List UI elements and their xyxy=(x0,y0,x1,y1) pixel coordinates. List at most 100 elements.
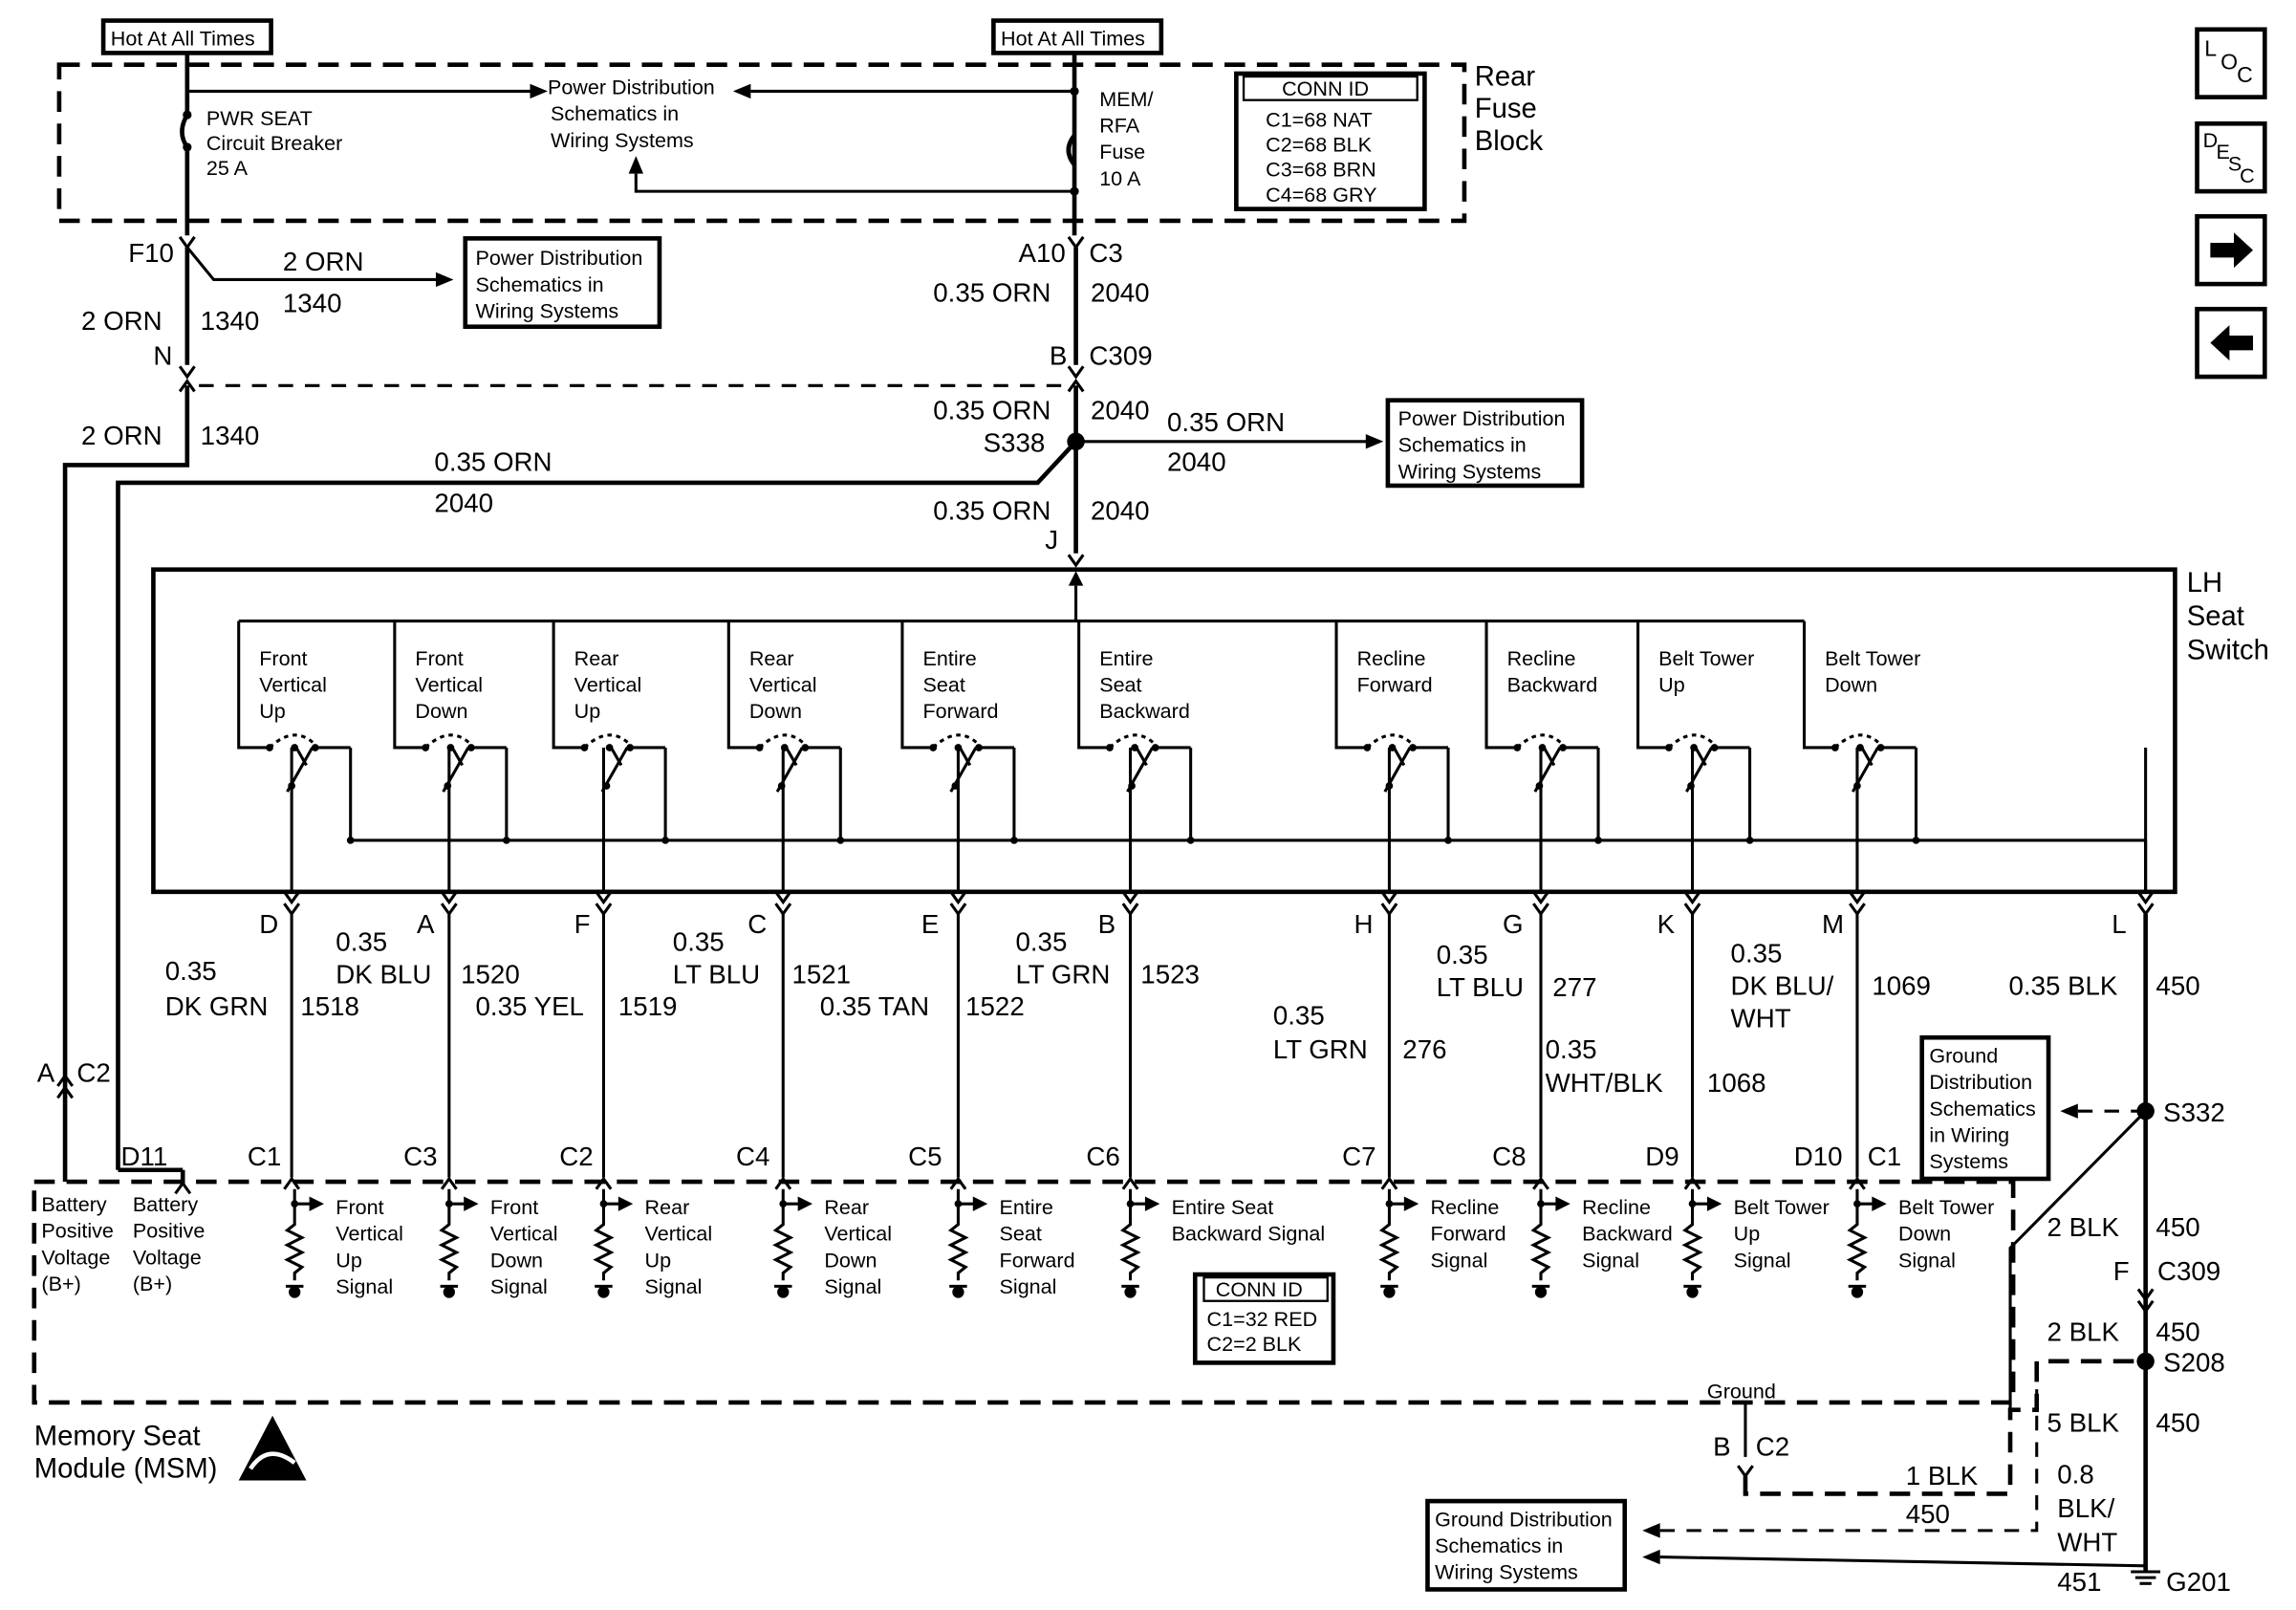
msm-signal-label-5-2: Seat xyxy=(1000,1222,1042,1246)
rear-fuse-block: Hot At All Times Hot At All Times PWR SE… xyxy=(56,18,1544,236)
msm-signal-label-9-2: Up xyxy=(1734,1222,1761,1246)
wire-2-orn-branch: 2 ORN xyxy=(283,247,364,276)
lh-seat-switch: LH Seat Switch FrontVerticalUpFrontVerti… xyxy=(151,567,2269,895)
msm-signal-label-4-1: Rear xyxy=(824,1195,869,1219)
msm-signal-label-10-3: Signal xyxy=(1898,1248,1956,1272)
circuit-450-ground-4: 450 xyxy=(1906,1499,1950,1529)
pd-ref-box-1-line-3: Wiring Systems xyxy=(476,298,619,322)
pin-n: N xyxy=(153,341,172,371)
desc-button-s: S xyxy=(2228,152,2242,176)
previous-page-button[interactable] xyxy=(2195,306,2267,380)
next-page-button[interactable] xyxy=(2195,213,2267,287)
pd-ref-box-2 xyxy=(1385,398,1585,489)
ground-dist-2-line-2: Schematics in xyxy=(1435,1534,1563,1557)
msm-signal-label-2-4: Signal xyxy=(490,1274,548,1298)
wire-2-blk-1: 2 BLK xyxy=(2047,1212,2120,1242)
battery-label-2b: Positive xyxy=(133,1219,205,1243)
desc-button[interactable]: D E S C xyxy=(2195,120,2267,194)
switch-pin-l: L xyxy=(2112,909,2126,939)
switch-label-8-2: Backward xyxy=(1507,672,1598,696)
mem-rfa-fuse-label-2: RFA xyxy=(1099,114,1140,138)
circuit-1340-1: 1340 xyxy=(201,306,260,336)
pwr-seat-breaker-label-2: Circuit Breaker xyxy=(206,131,343,155)
circuit-number-5: 1522 xyxy=(965,991,1025,1021)
circuit-color-4: LT BLU xyxy=(673,959,760,989)
mem-rfa-fuse-label: MEM/ xyxy=(1099,87,1153,111)
seat-switch-title-2: Seat xyxy=(2187,601,2244,632)
ground-dist-box-1 xyxy=(1919,1034,2051,1182)
pd-ref-box-2-line-2: Schematics in xyxy=(1398,433,1527,457)
circuit-2040-5: 2040 xyxy=(1091,495,1150,525)
circuit-450-ground-3: 450 xyxy=(2155,1408,2199,1438)
pin-j: J xyxy=(1045,525,1058,555)
connector-c2-left: C2 xyxy=(76,1057,110,1087)
splice-s208: S208 xyxy=(2163,1348,2225,1378)
msm-pin-c5-5: C5 xyxy=(908,1142,942,1171)
circuit-color-2: DK BLU xyxy=(336,959,431,989)
circuit-color-10: DK BLU/ xyxy=(1731,971,1834,1001)
switch-label-6-1: Entire xyxy=(1099,646,1153,670)
ground-dist-2-line-3: Wiring Systems xyxy=(1435,1560,1578,1584)
switch-pin-g: G xyxy=(1503,909,1524,939)
msm-pin-c2-3: C2 xyxy=(559,1142,593,1171)
switch-pin-d: D xyxy=(259,909,278,939)
wire-08-blk-wht-2: BLK/ xyxy=(2057,1493,2114,1523)
switch-label-1-2: Vertical xyxy=(259,672,327,696)
connector-c309-top: C309 xyxy=(1089,341,1152,371)
circuit-color-7: LT GRN xyxy=(1273,1034,1368,1064)
switch-pin-a: A xyxy=(417,909,435,939)
connector-c309-ground: C309 xyxy=(2157,1256,2220,1286)
switch-pin-b: B xyxy=(1098,909,1116,939)
conn-id-c1-top: C1=68 NAT xyxy=(1266,107,1373,131)
wire-5-blk: 5 BLK xyxy=(2047,1408,2120,1438)
msm-signal-label-10-2: Down xyxy=(1898,1222,1951,1246)
circuit-number-11: 450 xyxy=(2155,971,2199,1001)
conn-id-title-top: CONN ID xyxy=(1282,76,1369,100)
splice-s338: S338 xyxy=(984,428,1046,458)
msm-signal-label-2-2: Vertical xyxy=(490,1222,558,1246)
wire-2-orn-2: 2 ORN xyxy=(81,421,162,450)
wire-08-blk-wht: 0.8 xyxy=(2057,1460,2093,1490)
rear-fuse-block-title-3: Block xyxy=(1475,126,1544,157)
wire-2-blk-2: 2 BLK xyxy=(2047,1316,2120,1346)
circuit-1340-2: 1340 xyxy=(201,421,260,450)
mem-rfa-fuse-label-3: Fuse xyxy=(1099,140,1145,163)
switch-label-1-3: Up xyxy=(259,699,286,723)
switch-label-7-1: Recline xyxy=(1357,646,1426,670)
circuit-number-6: 1523 xyxy=(1140,959,1200,989)
msm-title-2: Module (MSM) xyxy=(34,1453,218,1484)
upper-wiring: F10 2 ORN 1340 Power Distribution Schema… xyxy=(62,235,1585,1170)
msm-signal-label-8-1: Recline xyxy=(1582,1195,1651,1219)
pd-fuse-ref-3: Wiring Systems xyxy=(551,128,694,152)
msm-signal-label-7-2: Forward xyxy=(1431,1222,1506,1246)
circuit-size-9: 0.35 xyxy=(1546,1034,1597,1064)
pin-b: B xyxy=(1050,341,1067,371)
wire-035-orn-2: 0.35 ORN xyxy=(933,396,1051,425)
connector-c3: C3 xyxy=(1089,238,1122,268)
battery-label-1b: Positive xyxy=(41,1219,113,1243)
pd-ref-box-1 xyxy=(463,236,662,330)
circuit-size-3: 0.35 YEL xyxy=(476,991,584,1021)
conn-id-c1-msm: C1=32 RED xyxy=(1207,1307,1318,1331)
loc-button[interactable]: L O C xyxy=(2195,27,2267,99)
mem-rfa-fuse-rating: 10 A xyxy=(1099,166,1141,190)
switch-label-3-3: Up xyxy=(574,699,601,723)
circuit-number-1: 1518 xyxy=(300,991,359,1021)
pd-ref-box-2-line-3: Wiring Systems xyxy=(1398,459,1542,483)
battery-label-2c: Voltage xyxy=(133,1245,202,1269)
switch-label-9-1: Belt Tower xyxy=(1658,646,1754,670)
